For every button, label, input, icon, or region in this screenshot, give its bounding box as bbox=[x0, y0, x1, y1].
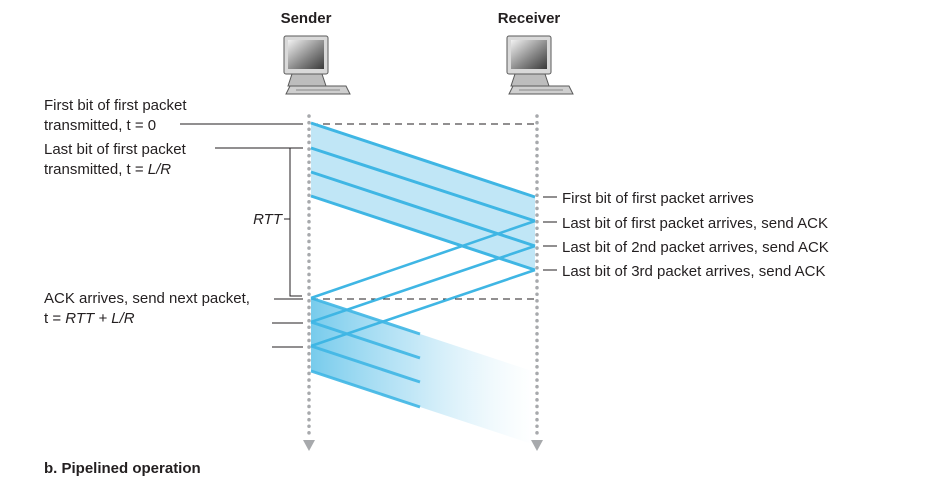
packet-line bbox=[310, 121, 536, 199]
right-label-last-bit-3: Last bit of 3rd packet arrives, send ACK bbox=[562, 263, 825, 280]
packet-line-next bbox=[310, 369, 421, 409]
sender-label: Sender bbox=[281, 10, 332, 27]
packet-line-next bbox=[310, 344, 421, 384]
rtt-label: RTT bbox=[253, 211, 284, 228]
last-bit-label-line1: Last bit of first packet bbox=[44, 141, 187, 158]
sender-timeline-arrow bbox=[303, 440, 315, 451]
right-label-last-bit-2: Last bit of 2nd packet arrives, send ACK bbox=[562, 239, 829, 256]
packet-band-1 bbox=[311, 123, 535, 270]
packet-line bbox=[310, 146, 536, 223]
packet-line-next bbox=[310, 320, 421, 360]
receiver-timeline-arrow bbox=[531, 440, 543, 451]
computer-icon bbox=[283, 35, 351, 95]
right-label-first-bit-arrives: First bit of first packet arrives bbox=[562, 190, 754, 207]
rtt-bracket bbox=[284, 147, 302, 297]
ack-line bbox=[310, 219, 536, 300]
figure-caption: b. Pipelined operation bbox=[44, 460, 201, 477]
first-bit-label-line1: First bit of first packet bbox=[44, 97, 187, 114]
last-bit-label-line2: transmitted, t = L/R bbox=[44, 161, 171, 178]
packet-band-2 bbox=[311, 298, 535, 445]
packet-line-next bbox=[310, 296, 421, 336]
computer-icon bbox=[506, 35, 574, 95]
ack-label-line1: ACK arrives, send next packet, bbox=[44, 290, 250, 307]
ack-label-line2: t = RTT + L/R bbox=[44, 310, 135, 327]
right-label-last-bit-1: Last bit of first packet arrives, send A… bbox=[562, 215, 828, 232]
receiver-label: Receiver bbox=[498, 10, 561, 27]
first-bit-label-line2: transmitted, t = 0 bbox=[44, 117, 156, 134]
